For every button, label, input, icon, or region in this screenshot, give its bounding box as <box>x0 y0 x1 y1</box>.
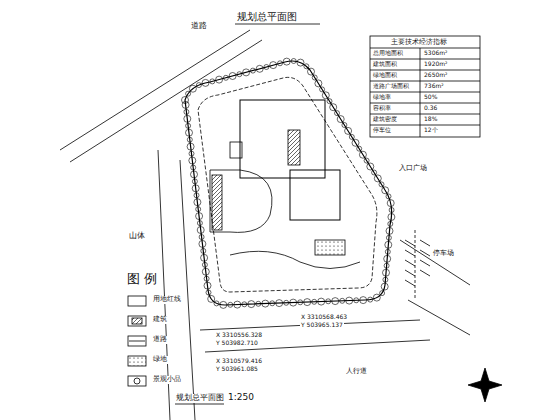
table-cell: 停车位 <box>372 127 392 134</box>
drawing-caption: 规划总平面图 <box>175 394 225 403</box>
table-cell: 12个 <box>423 127 439 134</box>
table-cell: 绿地面积 <box>372 72 398 79</box>
legend-entry: 用地红线 <box>152 296 182 304</box>
table-cell: 0.36 <box>423 105 438 112</box>
table-cell: 总用地面积 <box>372 50 404 57</box>
area-label: 入口广场 <box>398 165 428 173</box>
coordinate: X 3310579.416 <box>215 358 263 365</box>
table-cell: 736m² <box>423 83 445 90</box>
legend-entry: 道路 <box>152 336 168 344</box>
coordinate: Y 503961.085 <box>215 366 259 373</box>
coordinate: X 3310556.328 <box>215 332 263 339</box>
legend-heading: 图 例 <box>126 272 158 286</box>
table-cell: 建筑面积 <box>372 61 398 68</box>
table-cell: 1920m² <box>423 61 449 68</box>
road-label: 道路 <box>190 22 208 31</box>
legend-entry: 景观小品 <box>152 376 182 384</box>
area-label: 停车场 <box>432 250 455 258</box>
coordinate: X 3310568.463 <box>300 314 348 321</box>
table-cell: 道路广场面积 <box>372 83 410 90</box>
drawing-title: 规划总平面图 <box>236 11 298 22</box>
scale-label: 1:250 <box>227 393 255 403</box>
legend-entry: 建筑 <box>152 316 168 324</box>
table-cell: 18% <box>423 116 438 123</box>
legend-entry: 绿地 <box>152 356 168 364</box>
area-label: 人行道 <box>345 368 368 376</box>
table-cell: 50% <box>423 94 438 101</box>
coordinate: Y 503965.137 <box>300 322 344 329</box>
table-cell: 5306m² <box>423 50 449 57</box>
table-cell: 2650m² <box>423 72 449 79</box>
table-cell: 容积率 <box>372 105 392 112</box>
table-cell: 建筑密度 <box>372 116 398 123</box>
table-header: 主要技术经济指标 <box>390 39 448 47</box>
table-cell: 绿地率 <box>372 94 392 101</box>
area-label: 山体 <box>128 232 146 241</box>
coordinate: Y 503982.710 <box>215 340 259 347</box>
